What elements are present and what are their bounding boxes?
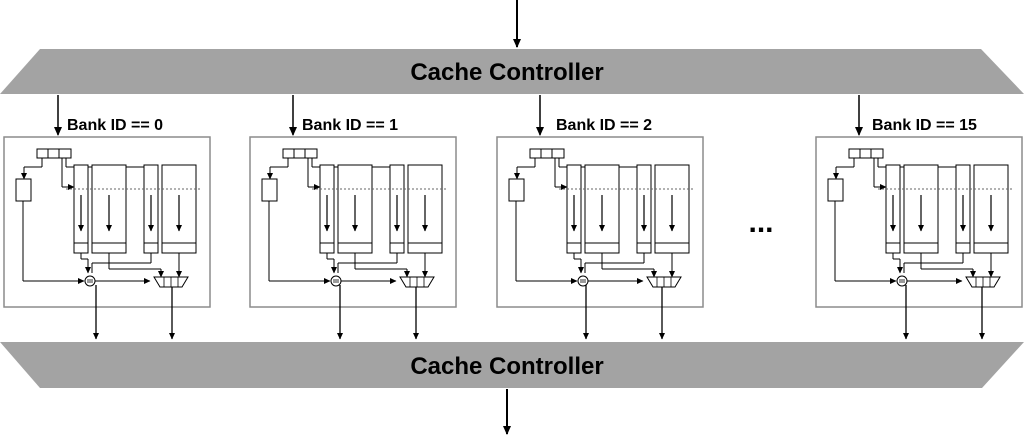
- bank-2: Bank ID == 2: [496, 95, 704, 340]
- bank-0: Bank ID == 0: [3, 95, 211, 340]
- bank-0-label: Bank ID == 0: [67, 117, 163, 134]
- top-cache-controller-shape: [0, 49, 1024, 94]
- ellipsis: ...: [748, 206, 773, 239]
- bank-1: Bank ID == 1: [249, 95, 457, 340]
- top-cache-controller-label: Cache Controller: [410, 59, 603, 86]
- bank-15: Bank ID == 15: [815, 95, 1023, 340]
- bank-2-label: Bank ID == 2: [556, 117, 652, 134]
- bank-15-label: Bank ID == 15: [872, 117, 977, 134]
- bank-1-label: Bank ID == 1: [302, 117, 398, 134]
- bottom-cache-controller-label: Cache Controller: [410, 353, 603, 380]
- bottom-cache-controller-shape: [0, 342, 1024, 388]
